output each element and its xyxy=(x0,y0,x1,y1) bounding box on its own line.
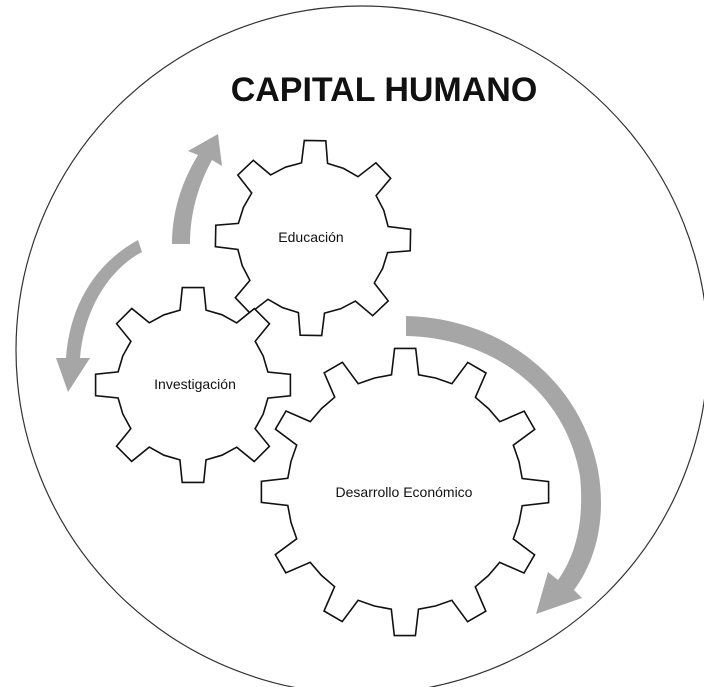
gear-investigacion xyxy=(94,286,292,484)
gear-investigacion-shape xyxy=(94,286,292,484)
arrow-to-educacion xyxy=(172,134,222,244)
gear-desarrollo-shape xyxy=(260,347,550,637)
gear-desarrollo xyxy=(260,347,550,637)
gear-label-investigacion: Investigación xyxy=(154,376,236,392)
gear-educacion xyxy=(214,139,412,337)
gear-label-desarrollo: Desarrollo Económico xyxy=(336,484,473,500)
gear-educacion-shape xyxy=(214,139,412,337)
arrow-to-desarrollo xyxy=(406,316,601,614)
arrow-to-investigacion xyxy=(56,240,142,392)
diagram-title: CAPITAL HUMANO xyxy=(231,71,538,109)
gear-label-educacion: Educación xyxy=(278,229,343,245)
